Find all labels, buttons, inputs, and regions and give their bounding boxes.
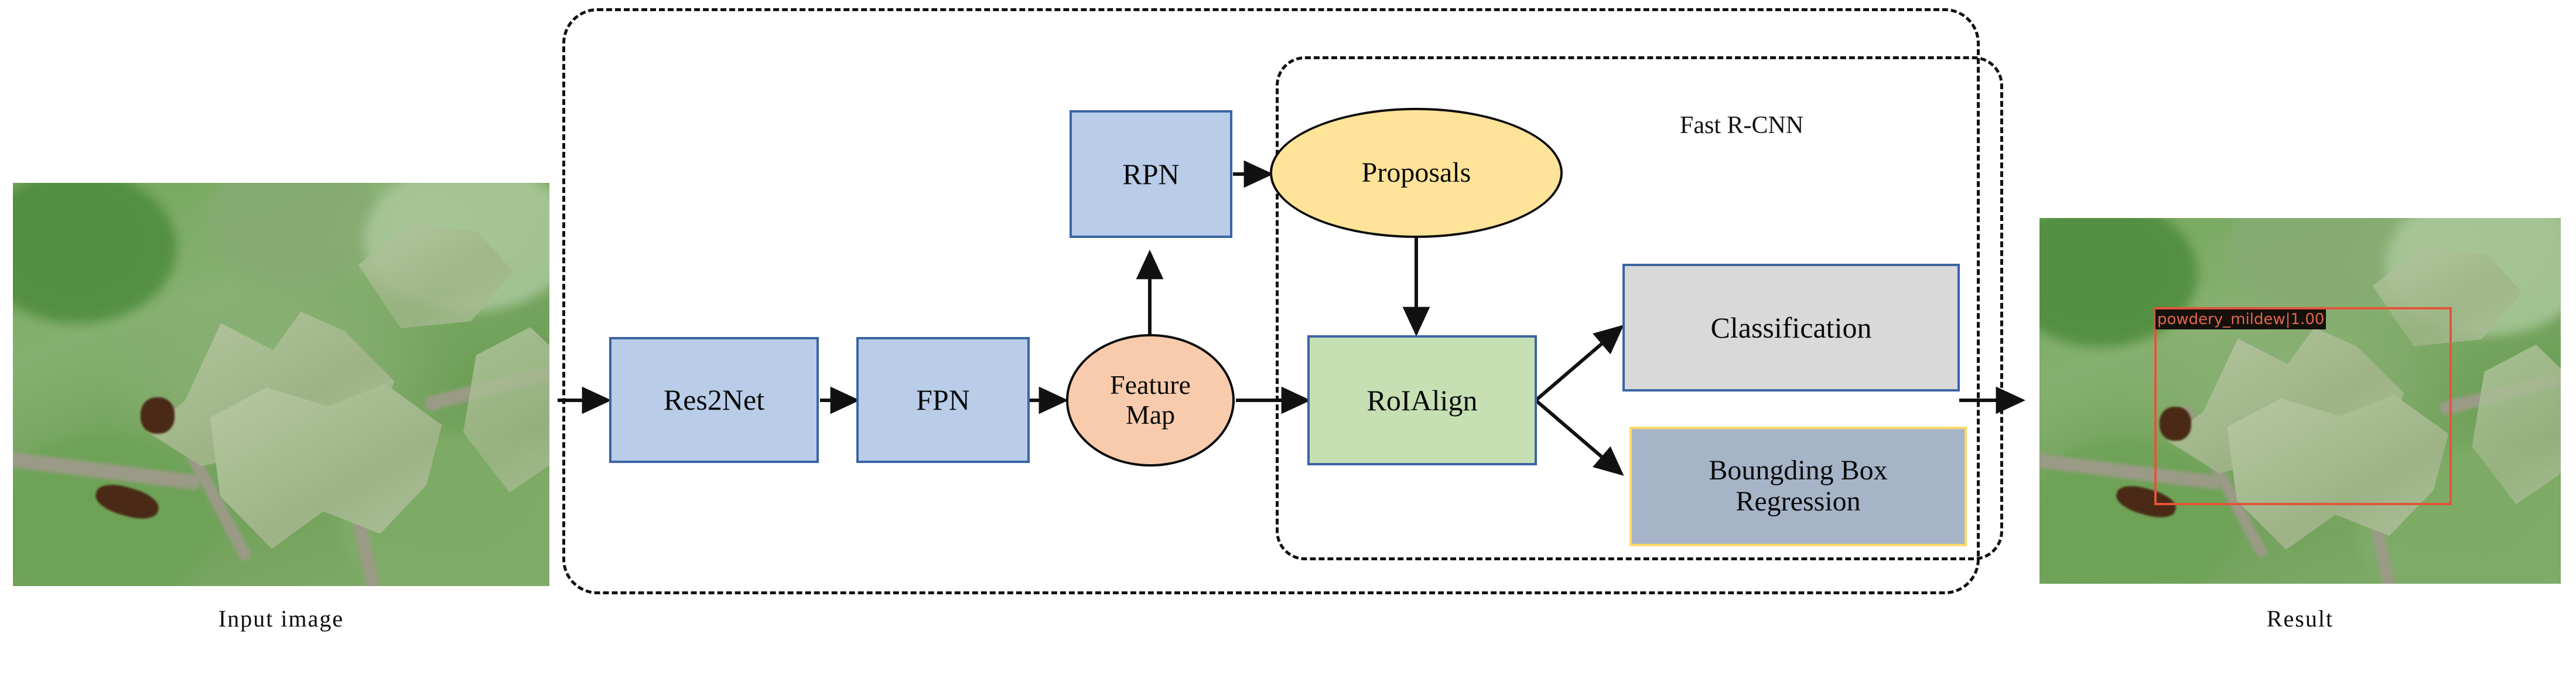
node-classification[interactable]: Classification — [1622, 264, 1960, 392]
node-roialign[interactable]: RoIAlign — [1307, 335, 1537, 465]
result-image-caption: Result — [2266, 605, 2334, 632]
bbox-regression-label-line1: Boungding Box — [1709, 455, 1888, 486]
result-image-photo: powdery_mildew|1.00 — [2039, 218, 2561, 584]
fast-rcnn-group-label: Fast R-CNN — [1680, 112, 1804, 139]
feature-map-label-line1: Feature — [1110, 370, 1191, 400]
node-fpn[interactable]: FPN — [856, 337, 1030, 463]
detection-label: powdery_mildew|1.00 — [2155, 309, 2326, 329]
node-feature-map[interactable]: Feature Map — [1066, 334, 1235, 467]
node-bbox-regression[interactable]: Boungding Box Regression — [1629, 427, 1967, 546]
insect-larva — [141, 397, 175, 434]
input-image-caption: Input image — [218, 605, 344, 632]
bbox-regression-label-line2: Regression — [1735, 486, 1861, 517]
background-foliage-blur — [206, 183, 382, 288]
backbone-group-dashed-box — [562, 8, 1980, 594]
detection-bounding-box — [2154, 307, 2452, 505]
input-image-photo — [13, 183, 549, 586]
node-proposals[interactable]: Proposals — [1270, 108, 1563, 238]
fast-rcnn-group-dashed-box — [1276, 56, 2003, 560]
feature-map-label-line2: Map — [1125, 400, 1176, 430]
insect-larva — [2160, 407, 2191, 441]
node-res2net[interactable]: Res2Net — [609, 337, 819, 463]
node-rpn[interactable]: RPN — [1070, 110, 1232, 238]
